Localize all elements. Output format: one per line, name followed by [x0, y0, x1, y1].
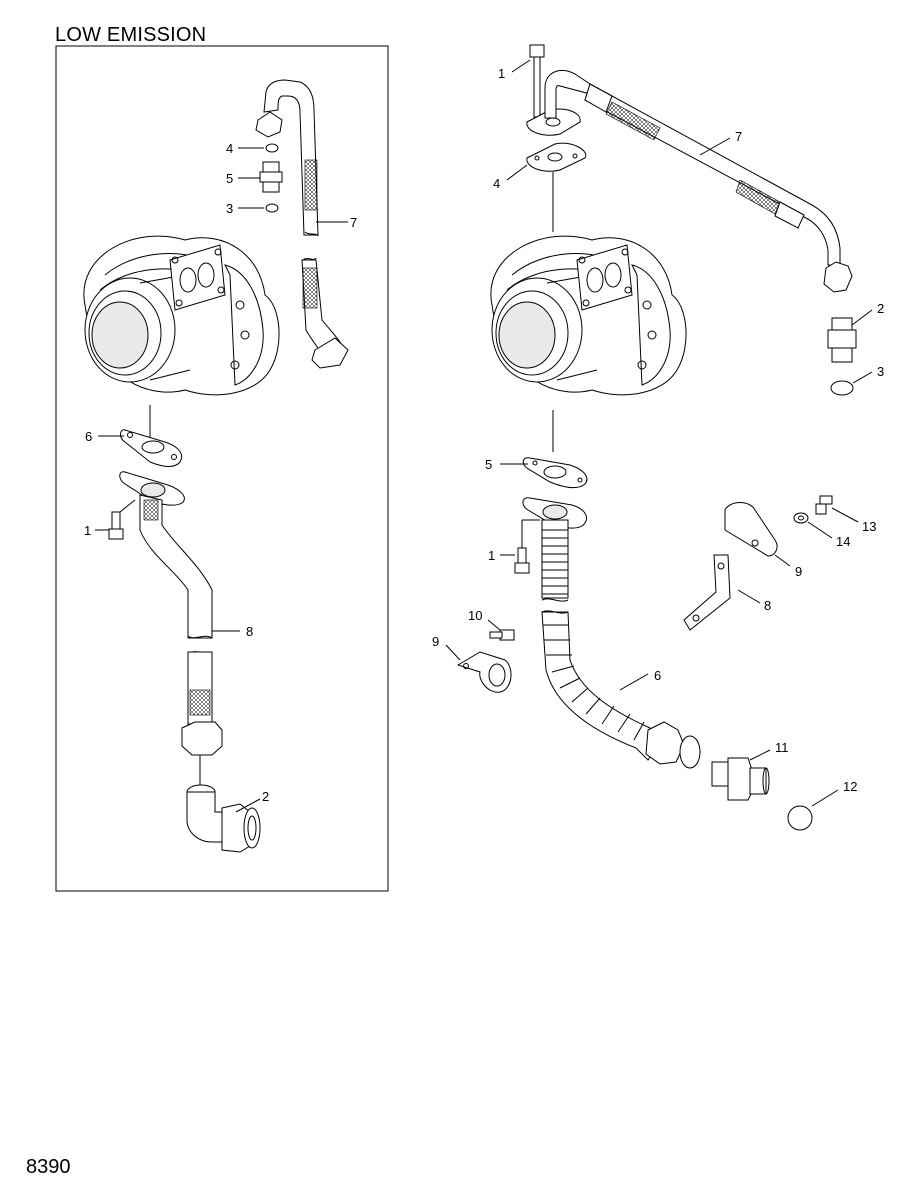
- bolt-1-lower-right: [514, 519, 540, 574]
- callout-8-right: 8: [764, 598, 771, 613]
- page-number: 8390: [26, 1156, 71, 1178]
- turbocharger-right: [490, 235, 687, 396]
- callout-6-left: 6: [85, 429, 92, 444]
- callout-2-right: 2: [877, 301, 884, 316]
- bolt-1-top-right: [529, 44, 545, 118]
- o-ring-12-right: [787, 805, 813, 831]
- callout-9-right: 9: [795, 564, 802, 579]
- oil-drain-tube-left: [119, 471, 223, 756]
- callout-7-left: 7: [350, 215, 357, 230]
- adapter-fitting-2-right: [827, 317, 857, 363]
- callout-4-right: 4: [493, 176, 500, 191]
- o-ring-3-left: [265, 203, 279, 213]
- bolt-1-left: [108, 499, 136, 540]
- oil-feed-hose-right: [526, 70, 853, 293]
- adapter-11-right: [711, 757, 770, 801]
- callout-1-lower-right: 1: [488, 548, 495, 563]
- callout-5-right: 5: [485, 457, 492, 472]
- turbocharger-left: [83, 235, 280, 396]
- callout-14-right: 14: [836, 534, 850, 549]
- panel-title: LOW EMISSION: [55, 24, 207, 46]
- callout-13-right: 13: [862, 519, 876, 534]
- callout-4-left: 4: [226, 141, 233, 156]
- clamp-9-right: [724, 502, 778, 557]
- callout-11-right: 11: [775, 740, 789, 755]
- callout-2-left: 2: [262, 789, 269, 804]
- callout-10-right: 10: [468, 608, 482, 623]
- callout-8-left: 8: [246, 624, 253, 639]
- washer-14-right: [793, 512, 809, 524]
- adapter-fitting-5-left: [259, 161, 283, 193]
- callout-1-top-right: 1: [498, 66, 505, 81]
- callout-3-right: 3: [877, 364, 884, 379]
- o-ring-3-right: [830, 380, 854, 396]
- callout-5-left: 5: [226, 171, 233, 186]
- bracket-8-right: [683, 554, 731, 631]
- bolt-13-right: [815, 495, 833, 515]
- callout-1-left: 1: [84, 523, 91, 538]
- callout-9-lower-right: 9: [432, 634, 439, 649]
- oil-feed-hose-left: [255, 79, 349, 369]
- clamp-9-lower-right: [456, 651, 512, 693]
- callout-3-left: 3: [226, 201, 233, 216]
- bolt-10-right: [489, 629, 515, 641]
- callout-6-right: 6: [654, 668, 661, 683]
- callout-12-right: 12: [843, 779, 857, 794]
- o-ring-4-left: [265, 143, 279, 153]
- callout-7-right: 7: [735, 129, 742, 144]
- oil-drain-hose-6-right: [522, 497, 701, 769]
- gasket-5-right: [522, 457, 588, 489]
- low-emission-panel-border: [55, 45, 389, 892]
- gasket-4-right: [526, 142, 587, 172]
- gasket-6-left: [120, 429, 183, 467]
- elbow-fitting-2-left: [186, 784, 261, 853]
